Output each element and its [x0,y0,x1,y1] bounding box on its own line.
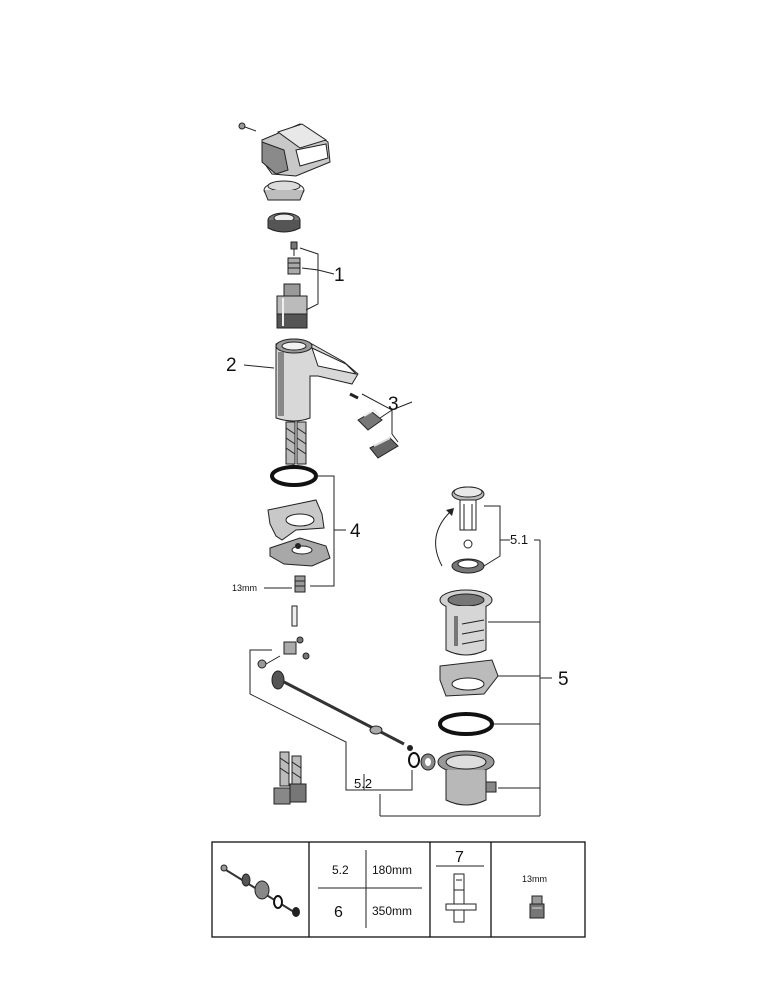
callout-1-bracket [299,247,335,311]
wrench-nut-icon [529,895,545,919]
aerator-housing [369,437,399,459]
callout-5-bracket [379,540,552,817]
rod-code-2: 6 [334,904,343,921]
faucet-body [275,338,359,422]
callout-1-label: 1 [334,265,345,286]
handle-screw [238,122,257,132]
pivot-rod [271,670,413,751]
rotation-arrow [435,511,451,567]
plug-seal-ring [451,558,485,574]
callout-3-bracket [361,393,413,443]
drain-gasket [439,659,499,697]
wrench-size-table: 13mm [522,874,547,884]
cover-cap [263,180,305,201]
lever-handle [261,123,331,177]
callout-4-label: 4 [350,521,361,542]
callout-4-bracket [310,475,346,587]
rod-code-1: 5.2 [332,863,349,877]
callout-52-bracket [249,649,413,791]
horseshoe-washer [269,537,331,567]
supply-hoses [273,751,307,805]
callout-3-label: 3 [388,394,399,415]
callout-52-label: 5.2 [354,776,372,791]
lift-rod [291,605,298,627]
popup-plug [451,486,485,549]
aerator-seal [349,392,359,400]
drain-flange [439,589,493,656]
cartridge [276,283,308,329]
mounting-gasket [267,499,325,541]
callout-2-label: 2 [226,355,237,376]
cartridge-adapter [287,257,301,275]
drain-o-ring [438,712,494,736]
o-ring-seal [270,465,318,487]
drain-body [437,750,497,806]
callout-5-label: 5 [558,669,569,690]
rod-length-2: 350mm [372,904,412,918]
threaded-ring [267,212,301,233]
callout-2-leader [243,364,275,369]
mounting-tool-icon [445,873,477,923]
rod-clamp [257,636,310,669]
reference-table [211,841,586,938]
aerator-insert [357,408,383,431]
callout-51-label: 5.1 [510,532,528,547]
rod-length-1: 180mm [372,863,412,877]
wrench-size-label: 13mm [232,583,257,593]
linkage-thumbnail-icon [220,864,300,917]
cartridge-screw [290,241,298,256]
rotation-arrow-head [446,508,454,516]
pivot-nut [408,752,436,771]
tool-number: 7 [455,849,464,866]
threaded-stud [294,575,306,593]
callout-51-bracket [483,505,540,567]
